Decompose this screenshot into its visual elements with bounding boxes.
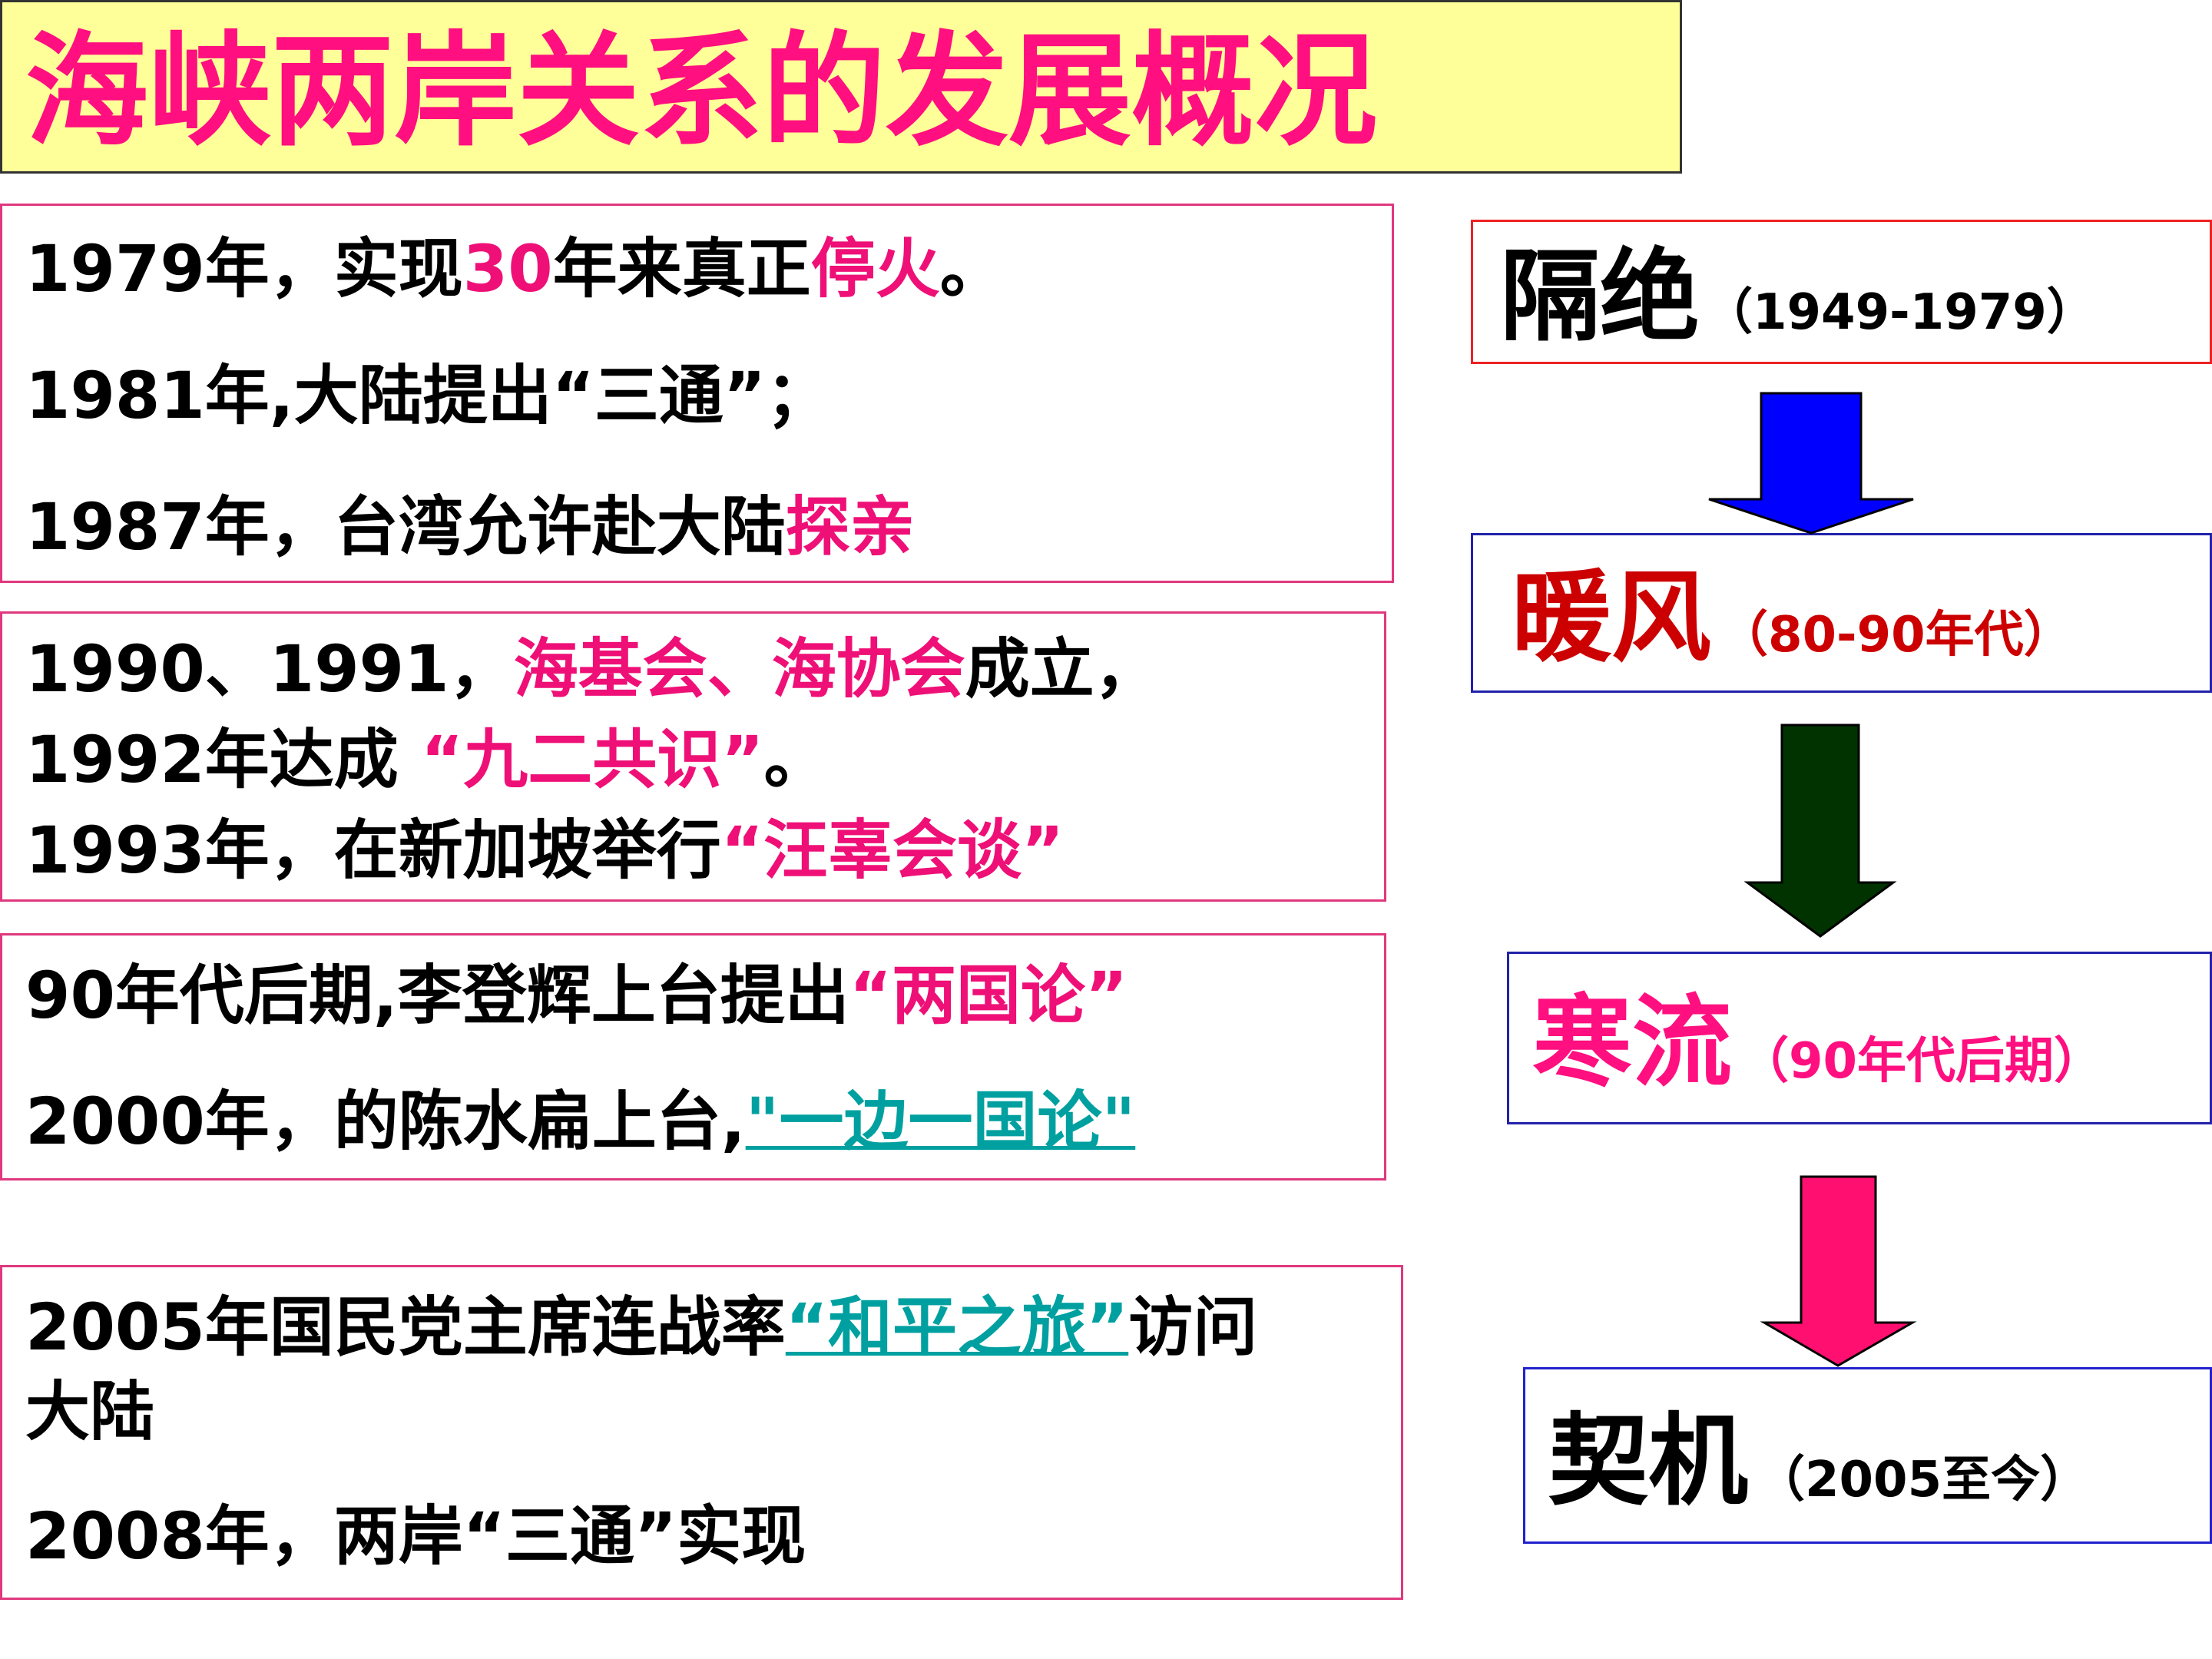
text-segment: 1992年达成 (25, 722, 422, 797)
title-banner: 海峡两岸关系的发展概况 (0, 0, 1682, 174)
event-line: 2000年，的陈水扁上台,"一边一国论" (25, 1083, 1135, 1160)
arrow-down-icon (1743, 724, 1897, 938)
event-line: 1993年，在新加坡举行“汪辜会谈” (25, 812, 1064, 889)
text-segment: 30 (462, 231, 553, 306)
event-line: 1979年，实现30年来真正停火。 (25, 230, 1005, 307)
event-box-3: 90年代后期,李登辉上台提出“两国论” 2000年，的陈水扁上台,"一边一国论" (0, 933, 1386, 1181)
event-line: 2008年，两岸“三通”实现 (25, 1498, 806, 1575)
stage-range: （2005至今） (1756, 1452, 2090, 1508)
arrow-down-icon (1760, 1175, 1917, 1367)
text-segment: 停火 (810, 231, 940, 306)
event-line: 1990、1991，海基会、海协会成立， (25, 631, 1159, 707)
event-line: 大陆 (25, 1373, 154, 1450)
text-segment: 探亲 (785, 489, 915, 565)
stage-name: 暖风 (1512, 559, 1712, 676)
event-line: 1981年,大陆提出“三通”； (25, 357, 830, 434)
event-line: 2005年国民党主席连战率“和平之旅”访问 (25, 1289, 1257, 1366)
text-segment: 海基会、海协会 (513, 631, 965, 707)
text-segment: “两国论” (849, 958, 1128, 1033)
stage-name: 寒流 (1532, 984, 1733, 1101)
event-line: 90年代后期,李登辉上台提出“两国论” (25, 957, 1128, 1034)
text-segment: 90年代后期,李登辉上台提出 (25, 958, 849, 1033)
arrow-down-icon (1708, 392, 1914, 535)
event-box-4: 2005年国民党主席连战率“和平之旅”访问 大陆 2008年，两岸“三通”实现 (0, 1265, 1403, 1600)
text-segment: 大陆 (25, 1374, 155, 1449)
text-segment: 2000年，的陈水扁上台, (25, 1084, 746, 1159)
text-segment: 2005年国民党主席连战率 (25, 1290, 786, 1365)
text-segment: 年来真正 (552, 231, 811, 306)
event-box-2: 1990、1991，海基会、海协会成立， 1992年达成 “九二共识”。 199… (0, 611, 1386, 902)
stage-range: （80-90年代） (1719, 607, 2073, 664)
text-segment: 。 (763, 722, 829, 797)
stage-box-isolation: 隔绝 （1949-1979） (1471, 220, 2212, 364)
text-segment: 1981年,大陆提出“三通”； (25, 358, 831, 433)
stage-range: （90年代后期） (1740, 1033, 2104, 1090)
stage-box-opportunity: 契机 （2005至今） (1523, 1367, 2212, 1544)
event-box-1: 1979年，实现30年来真正停火。 1981年,大陆提出“三通”； 1987年，… (0, 204, 1394, 583)
text-segment: “汪辜会谈” (720, 813, 1065, 888)
text-segment: “九二共识” (421, 722, 764, 797)
text-segment: 2008年，两岸“三通”实现 (25, 1498, 806, 1574)
text-segment: 1979年，实现 (25, 231, 463, 306)
stage-range: （1949-1979） (1704, 284, 2096, 341)
event-line: 1992年达成 “九二共识”。 (25, 721, 828, 798)
text-segment: 。 (939, 231, 1005, 306)
text-segment: 访问 (1128, 1290, 1258, 1365)
event-line: 1987年，台湾允许赴大陆探亲 (25, 488, 915, 565)
text-segment: “和平之旅” (785, 1290, 1129, 1365)
text-segment: 1993年，在新加坡举行 (25, 813, 721, 888)
page-title: 海峡两岸关系的发展概况 (25, 19, 1378, 163)
text-segment: 1987年，台湾允许赴大陆 (25, 489, 786, 565)
stage-name: 契机 (1548, 1402, 1749, 1519)
stage-box-cold: 寒流 （90年代后期） (1507, 952, 2212, 1124)
text-segment: 1990、1991， (25, 631, 514, 707)
stage-box-warm: 暖风 （80-90年代） (1471, 533, 2212, 693)
stage-name: 隔绝 (1500, 238, 1700, 355)
text-segment: 成立， (965, 631, 1159, 707)
text-segment: "一边一国论" (745, 1084, 1136, 1159)
